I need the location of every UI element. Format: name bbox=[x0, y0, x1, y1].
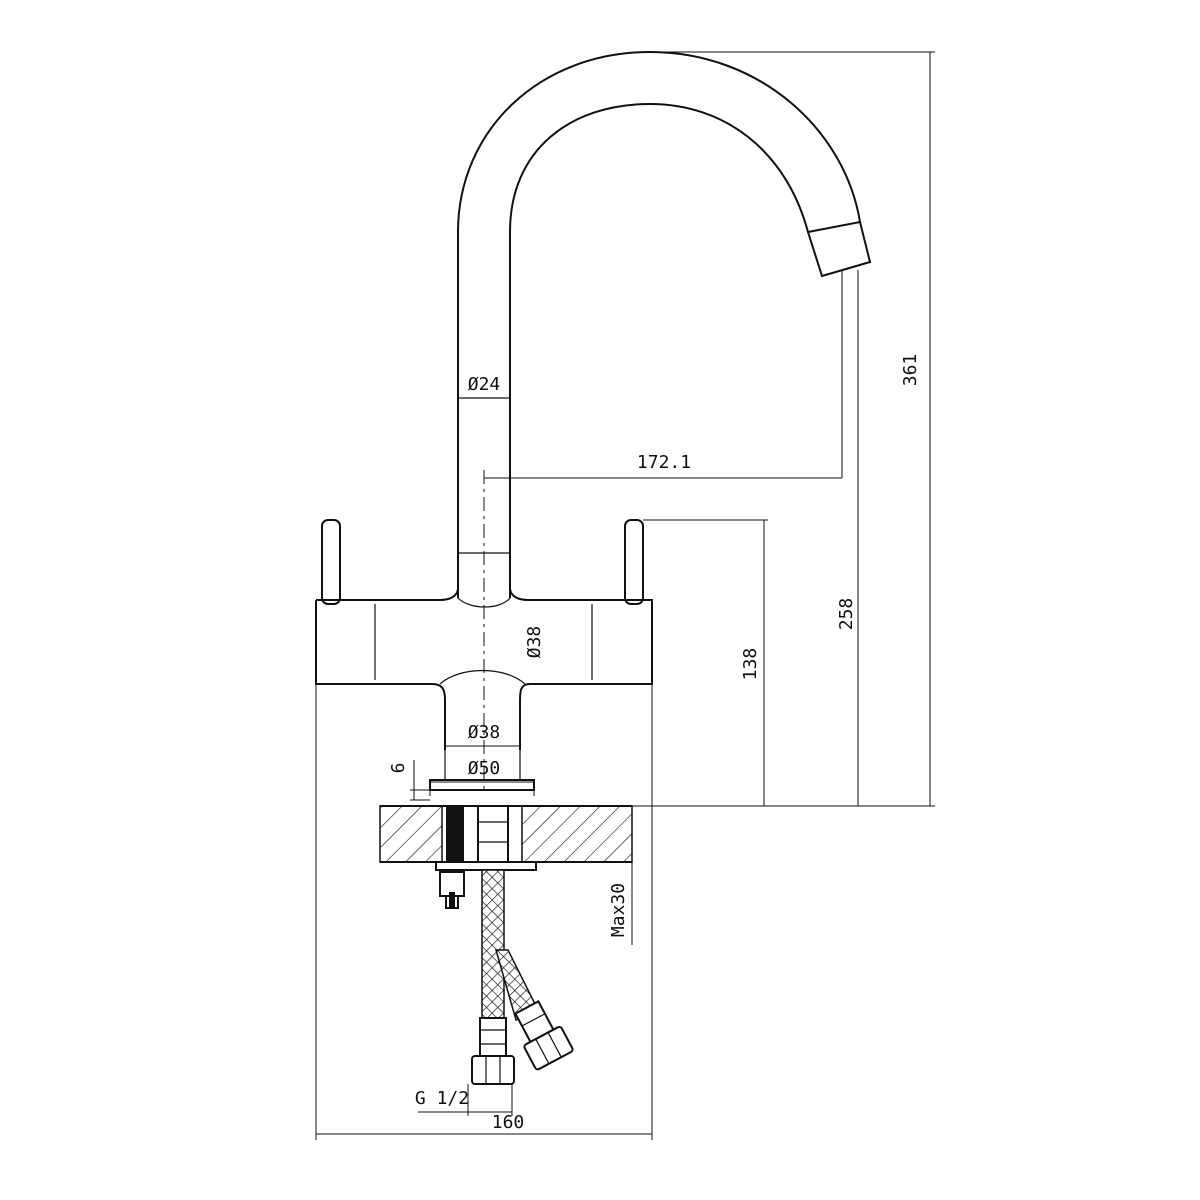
dimension-label-361: 361 bbox=[900, 354, 921, 387]
dimension-label-258: 258 bbox=[836, 598, 857, 631]
spout bbox=[457, 50, 872, 598]
hoses bbox=[471, 869, 574, 1085]
dimension-lines bbox=[315, 51, 935, 1140]
dimension-label-max-deck: Max30 bbox=[608, 883, 629, 937]
aerator-icon bbox=[806, 220, 872, 278]
right-handle bbox=[624, 519, 644, 605]
dimension-label-body-diameter: Ø38 bbox=[524, 626, 545, 659]
dimension-label-reach: 172.1 bbox=[637, 452, 691, 473]
dimension-label-base-thickness: 6 bbox=[388, 763, 409, 774]
faucet-body bbox=[315, 470, 653, 791]
dimension-label-138: 138 bbox=[740, 648, 761, 681]
dimension-label-base-diameter: Ø50 bbox=[468, 758, 501, 779]
dimension-label-column-diameter: Ø38 bbox=[468, 722, 501, 743]
dimension-label-width: 160 bbox=[492, 1112, 525, 1133]
counter-section bbox=[379, 805, 633, 909]
dimension-label-spout-diameter: Ø24 bbox=[468, 374, 501, 395]
left-handle bbox=[321, 519, 341, 605]
dimension-label-thread: G 1/2 bbox=[415, 1088, 469, 1109]
